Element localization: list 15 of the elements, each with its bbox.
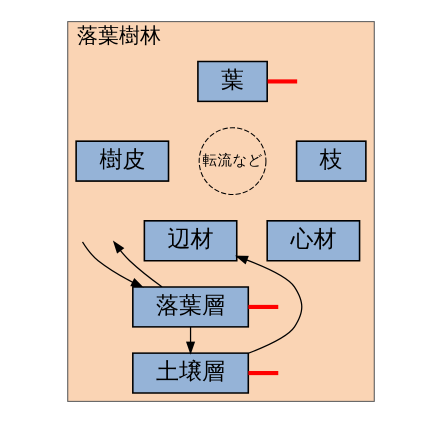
connector — [248, 304, 278, 309]
connector — [248, 370, 278, 375]
connector — [268, 78, 298, 84]
arrow — [186, 326, 196, 354]
node-box: 辺材 — [144, 220, 238, 262]
node-box: 枝 — [296, 140, 367, 182]
node-box: 落葉層 — [132, 286, 250, 328]
node-box: 樹皮 — [75, 140, 170, 182]
node-circle: 転流など — [198, 126, 266, 195]
node-box: 心材 — [266, 220, 360, 262]
arrow — [235, 255, 302, 354]
node-box: 葉 — [197, 60, 268, 102]
arrow — [82, 241, 144, 288]
arrow — [112, 240, 163, 287]
node-box: 土壌層 — [132, 352, 250, 394]
